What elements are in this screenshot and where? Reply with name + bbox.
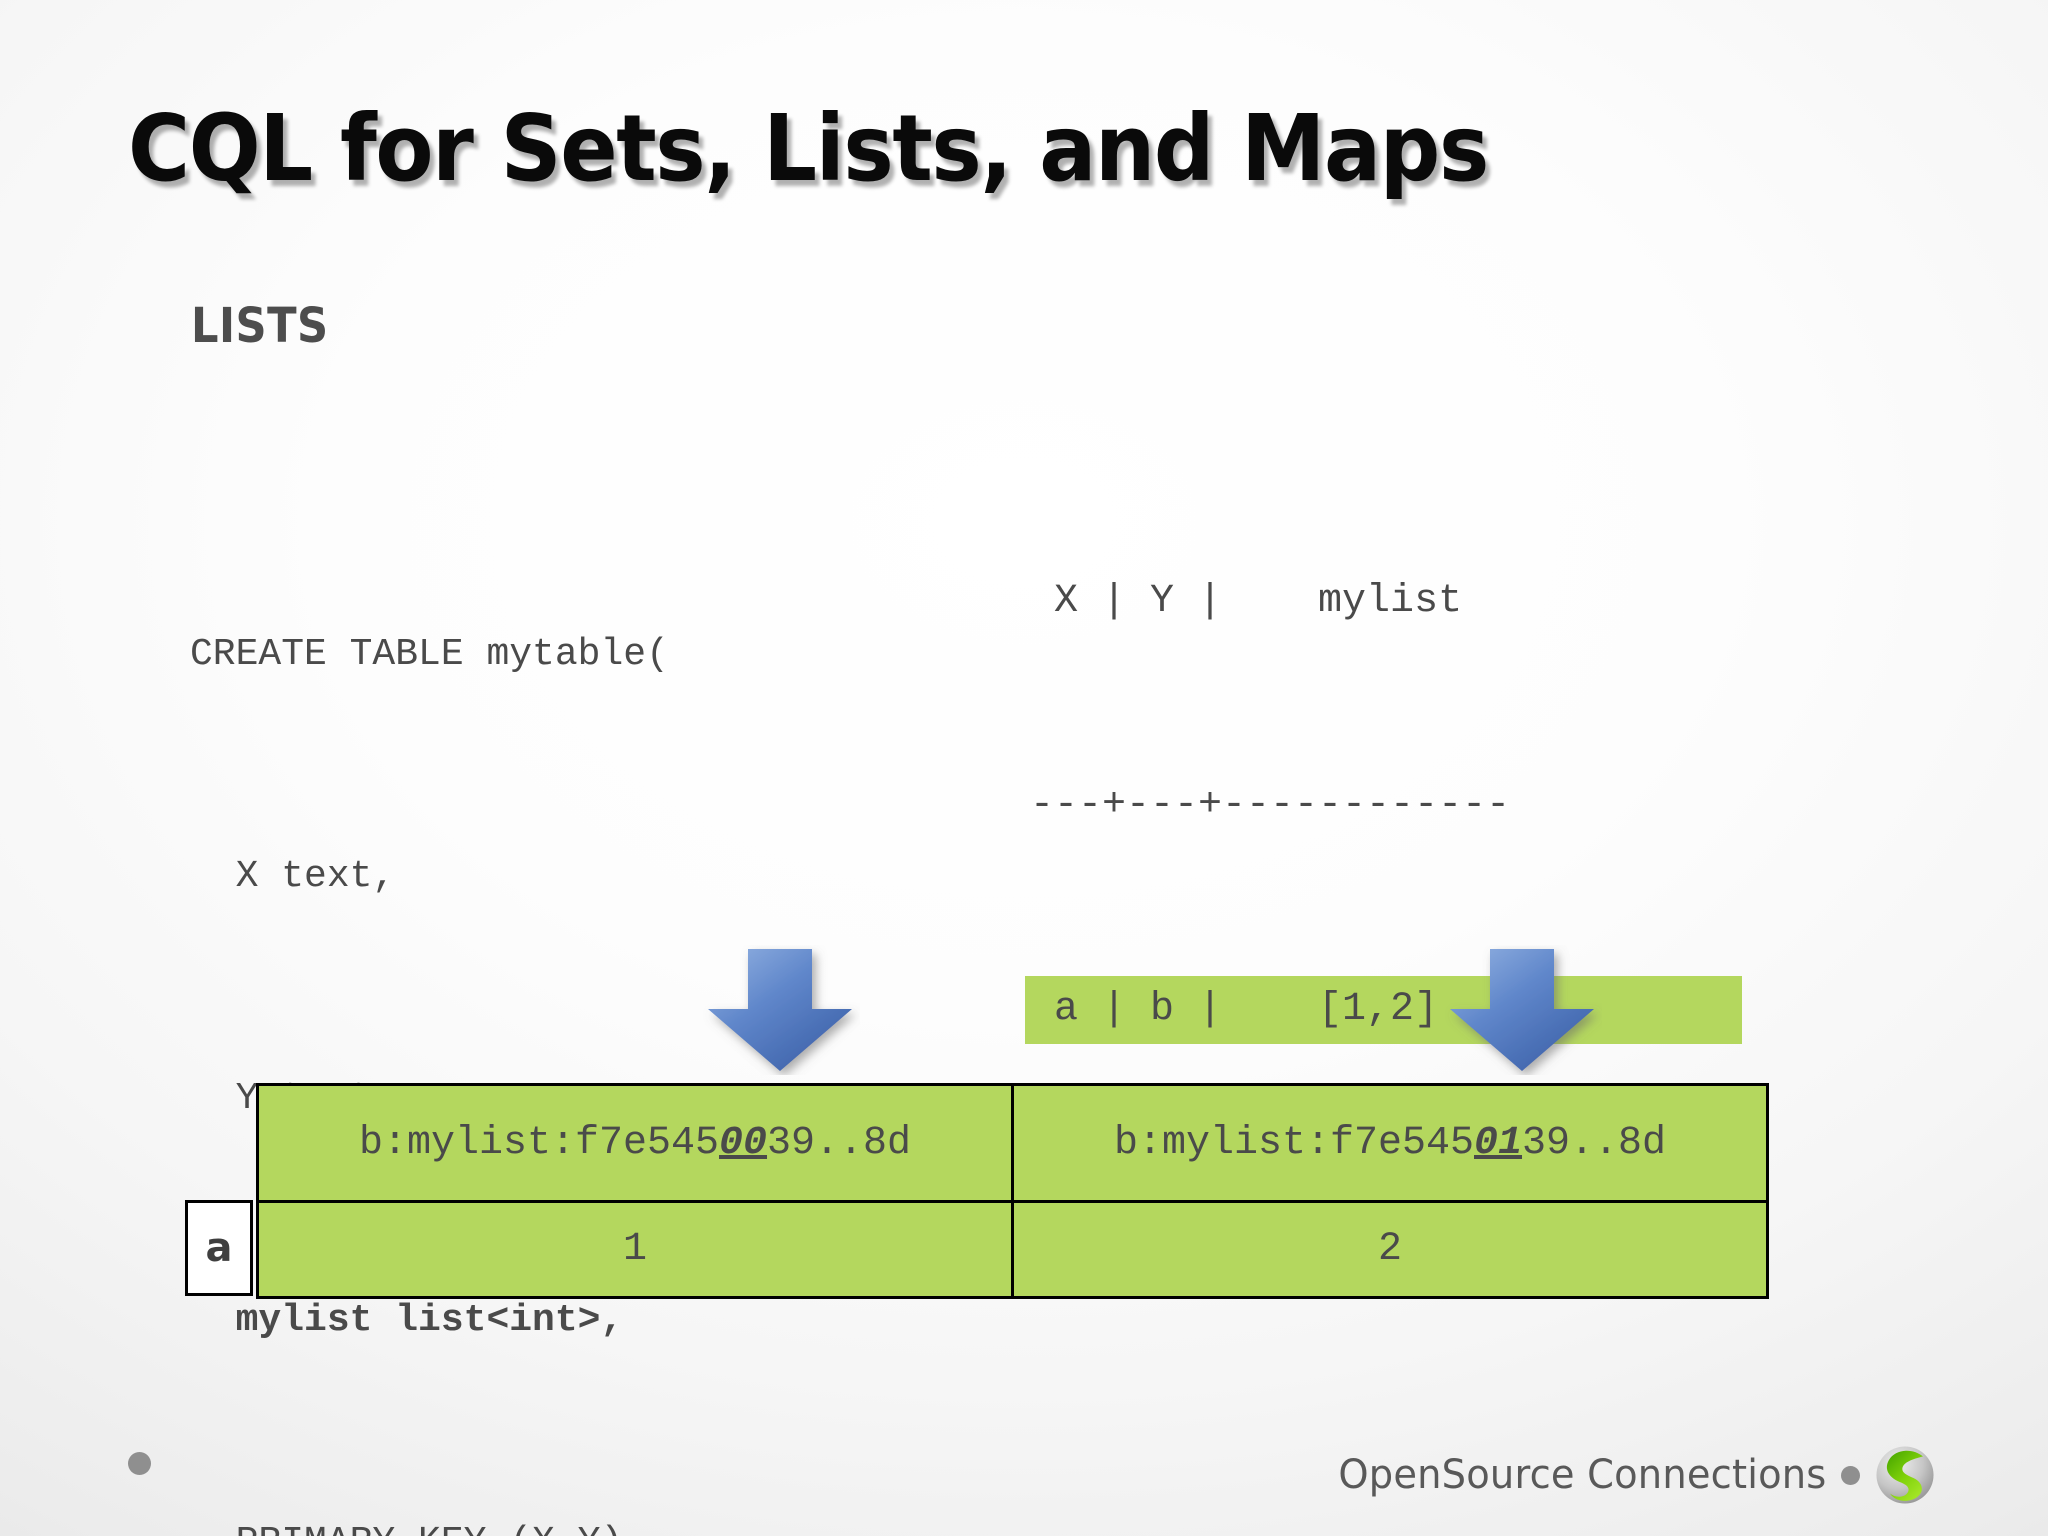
storage-cell-value: 1: [622, 1227, 647, 1272]
cell-name-prefix: b:mylist:f7e545: [358, 1120, 719, 1166]
cell-name-index: 01: [1474, 1120, 1523, 1166]
arrow-down-left-icon: [700, 945, 860, 1075]
footer-bullet-icon: [1841, 1465, 1860, 1485]
code-line: PRIMARY KEY (X,Y): [190, 1506, 669, 1536]
footer-brand-text: OpenSource Connections: [1338, 1452, 1827, 1498]
cell-name-suffix: 39..8d: [767, 1120, 912, 1166]
opensource-connections-logo-icon: [1876, 1446, 1934, 1504]
cql-result-output: X | Y | mylist ---+---+------------ a | …: [1025, 432, 1742, 1180]
code-line: X text,: [190, 855, 396, 898]
section-heading: LISTS: [191, 298, 329, 354]
code-line: CREATE TABLE mytable(: [190, 633, 669, 676]
cell-name-prefix: b:mylist:f7e545: [1113, 1120, 1474, 1166]
cql-create-table-code: CREATE TABLE mytable( X text, Y text, my…: [190, 470, 669, 1536]
code-line-mylist: mylist list<int>,: [190, 1299, 624, 1342]
page-title: CQL for Sets, Lists, and Maps: [128, 95, 1489, 202]
arrow-down-right-icon: [1442, 945, 1602, 1075]
cell-name-suffix: 39..8d: [1522, 1120, 1667, 1166]
footer-bullet-left-icon: [128, 1452, 151, 1475]
cell-name-index: 00: [719, 1120, 768, 1166]
cql-result-header: X | Y | mylist: [1030, 579, 1463, 624]
storage-cell-value: 2: [1377, 1227, 1402, 1272]
cql-result-separator: ---+---+------------: [1030, 783, 1511, 828]
cql-result-row: a | b | [1,2]: [1025, 976, 1742, 1044]
storage-row-key-cell: a: [185, 1200, 253, 1296]
footer-branding: OpenSource Connections: [1318, 1444, 1936, 1506]
